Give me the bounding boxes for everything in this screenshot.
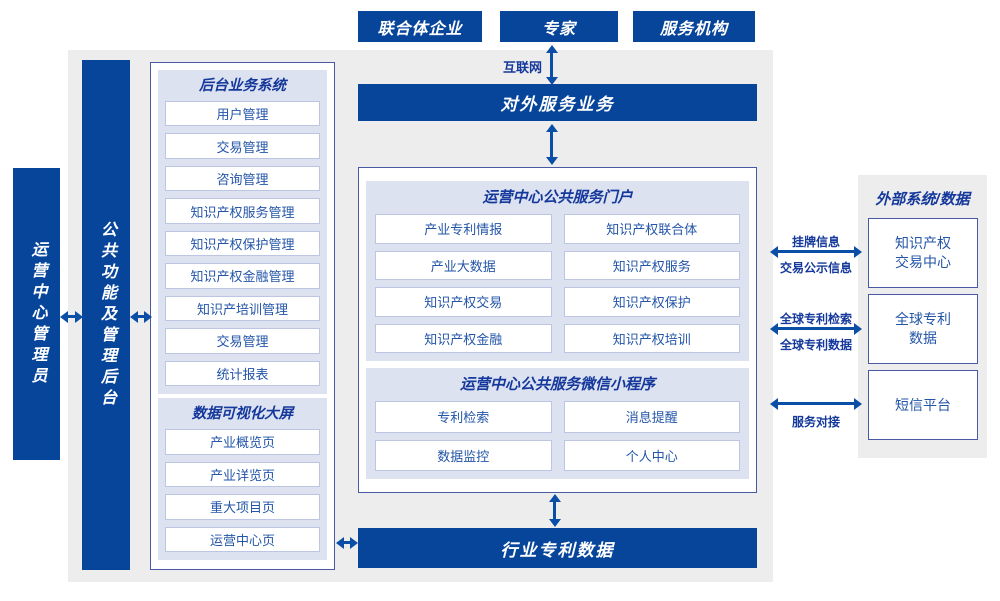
backend-item: 知识产权保护管理 xyxy=(165,230,320,257)
actor-box-experts: 专家 xyxy=(500,11,618,42)
portal-item: 知识产权交易 xyxy=(375,287,552,317)
portal-item: 知识产权保护 xyxy=(563,287,740,317)
actor-box-service-orgs: 服务机构 xyxy=(633,11,755,42)
portal-title: 运营中心公共服务门户 xyxy=(482,189,633,206)
actor-label: 专家 xyxy=(541,20,576,38)
actor-label: 服务机构 xyxy=(659,20,728,38)
portal-section: 运营中心公共服务门户 产业专利情报 知识产权联合体 产业大数据 知识产权服务 知… xyxy=(366,181,749,361)
public-mgmt-label: 公共功能及管理后台 xyxy=(98,220,115,410)
datascreen-title: 数据可视化大屏 xyxy=(191,406,294,422)
datascreen-item: 运营中心页 xyxy=(165,526,320,552)
portal-item: 知识产权金融 xyxy=(375,323,552,353)
trade-publicity-label: 交易公示信息 xyxy=(779,261,852,275)
sms-service-double-arrow-icon xyxy=(778,402,854,405)
datascreen-item: 产业详览页 xyxy=(165,461,320,487)
external-service-bar: 对外服务业务 xyxy=(358,84,757,121)
ip-exchange-double-arrow-icon xyxy=(778,250,854,253)
backend-items-list: 用户管理 交易管理 咨询管理 知识产权服务管理 知识产权保护管理 知识产权金融管… xyxy=(165,101,320,386)
global-search-label: 全球专利检索 xyxy=(779,312,852,326)
datascreen-section: 数据可视化大屏 产业概览页 产业详览页 重大项目页 运营中心页 xyxy=(158,398,327,560)
backend-title: 后台业务系统 xyxy=(199,78,286,94)
backend-item: 知识产权金融管理 xyxy=(165,263,320,289)
portal-item: 知识产权培训 xyxy=(563,323,740,353)
actor-box-consortium: 联合体企业 xyxy=(358,11,482,42)
industry-patent-data-label: 行业专利数据 xyxy=(500,540,615,560)
industry-patent-data-bar: 行业专利数据 xyxy=(358,528,757,568)
miniapp-items-grid: 专利检索 消息提醒 数据监控 个人中心 xyxy=(375,401,740,471)
datascreen-item: 重大项目页 xyxy=(165,494,320,520)
portal-item: 产业大数据 xyxy=(375,250,552,280)
external-service-label: 对外服务业务 xyxy=(500,95,615,114)
global-data-label: 全球专利数据 xyxy=(779,338,852,352)
datascreen-item: 产业概览页 xyxy=(165,429,320,455)
backend-item: 统计报表 xyxy=(165,360,320,386)
miniapp-title: 运营中心公共服务微信小程序 xyxy=(459,376,655,393)
portal-item: 产业专利情报 xyxy=(375,214,552,244)
mgmt-to-backend-double-arrow-icon xyxy=(138,315,144,318)
ops-admin-bar: 运营中心管理员 xyxy=(13,168,60,460)
backend-item: 交易管理 xyxy=(165,328,320,354)
miniapp-item: 数据监控 xyxy=(375,439,552,471)
service-connect-label: 服务对接 xyxy=(791,415,840,429)
backend-section: 后台业务系统 用户管理 交易管理 咨询管理 知识产权服务管理 知识产权保护管理 … xyxy=(158,70,327,394)
external-box-global-patent-data: 全球专利 数据 xyxy=(868,294,978,364)
external-box-sms-platform: 短信平台 xyxy=(868,370,978,440)
service-to-portal-double-arrow-icon xyxy=(550,132,553,157)
external-systems-title: 外部系统/数据 xyxy=(875,191,970,208)
public-mgmt-bar: 公共功能及管理后台 xyxy=(82,60,130,570)
listing-info-label: 挂牌信息 xyxy=(791,235,840,249)
datascreen-items-list: 产业概览页 产业详览页 重大项目页 运营中心页 xyxy=(165,429,320,552)
miniapp-section: 运营中心公共服务微信小程序 专利检索 消息提醒 数据监控 个人中心 xyxy=(366,368,749,479)
external-box-ip-exchange: 知识产权 交易中心 xyxy=(868,218,978,288)
internet-double-arrow-icon xyxy=(550,53,553,77)
miniapp-item: 消息提醒 xyxy=(563,401,740,433)
backend-item: 知识产权服务管理 xyxy=(165,198,320,224)
actor-label: 联合体企业 xyxy=(377,20,463,38)
screen-to-patent-double-arrow-icon xyxy=(344,541,350,544)
left-panel: 后台业务系统 用户管理 交易管理 咨询管理 知识产权服务管理 知识产权保护管理 … xyxy=(150,62,335,570)
portal-item: 知识产权联合体 xyxy=(563,214,740,244)
backend-item: 知识产培训管理 xyxy=(165,295,320,322)
miniapp-item: 专利检索 xyxy=(375,401,552,433)
portal-to-patent-double-arrow-icon xyxy=(553,502,556,519)
backend-item: 交易管理 xyxy=(165,133,320,159)
backend-item: 咨询管理 xyxy=(165,165,320,192)
center-panel: 运营中心公共服务门户 产业专利情报 知识产权联合体 产业大数据 知识产权服务 知… xyxy=(358,167,757,493)
admin-to-mgmt-double-arrow-icon xyxy=(68,315,75,318)
backend-item: 用户管理 xyxy=(165,101,320,127)
portal-item: 知识产权服务 xyxy=(563,250,740,280)
miniapp-item: 个人中心 xyxy=(563,439,740,471)
portal-items-grid: 产业专利情报 知识产权联合体 产业大数据 知识产权服务 知识产权交易 知识产权保… xyxy=(375,214,740,353)
global-patent-double-arrow-icon xyxy=(778,327,854,330)
ops-admin-label: 运营中心管理员 xyxy=(28,240,46,388)
internet-label: 互联网 xyxy=(502,60,542,75)
